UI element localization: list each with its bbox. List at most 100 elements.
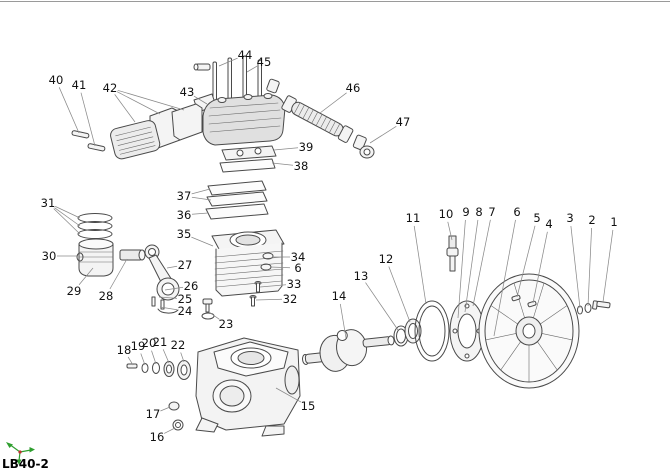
- leader-line: [127, 356, 134, 366]
- callout-46: 46: [319, 81, 360, 114]
- callout-43: 43: [180, 85, 208, 105]
- crankcase-part: [195, 337, 301, 437]
- head-studs-part: [193, 55, 280, 101]
- callout-label: 39: [299, 140, 314, 154]
- callout-label: 30: [42, 249, 57, 263]
- leader-line: [140, 353, 146, 366]
- leader-line: [464, 219, 479, 313]
- callout-16: 16: [150, 427, 176, 444]
- callout-25: 25: [158, 292, 193, 306]
- leader-line: [388, 266, 411, 323]
- cylinder-fasteners-part: [249, 252, 274, 307]
- shaft-bolt-part: [577, 300, 611, 315]
- callout-10: 10: [439, 207, 453, 241]
- piston-part: [78, 238, 114, 277]
- callout-9: 9: [457, 205, 470, 319]
- leader-line: [53, 208, 81, 235]
- leader-line: [472, 219, 491, 307]
- leader-line: [158, 296, 178, 299]
- leader-line: [55, 206, 81, 219]
- leader-line: [273, 147, 299, 151]
- callout-6-left: 6: [269, 261, 302, 275]
- leader-line: [191, 236, 214, 247]
- leader-line: [413, 225, 427, 305]
- callout-label: 18: [117, 343, 132, 357]
- callout-label: 25: [178, 292, 193, 306]
- connecting-rod-part: [144, 244, 180, 314]
- callout-label: 22: [171, 338, 186, 352]
- callout-label: 6: [294, 261, 301, 275]
- air-filter-part: [110, 103, 203, 160]
- gasket-stack-part: [205, 180, 269, 220]
- callout-30: 30: [42, 249, 77, 263]
- callout-label: 13: [354, 269, 369, 283]
- callout-label: 8: [475, 205, 482, 219]
- callout-label: 38: [294, 159, 309, 173]
- callout-31: 31: [41, 196, 81, 235]
- callout-label: 47: [396, 115, 411, 129]
- leader-line: [271, 162, 294, 166]
- callout-41: 41: [72, 78, 96, 147]
- leader-line: [116, 91, 161, 115]
- callout-label: 9: [462, 205, 469, 219]
- callout-label: 41: [72, 78, 87, 92]
- leader-line: [191, 196, 212, 201]
- leader-line: [269, 266, 291, 269]
- callout-label: 15: [301, 399, 316, 413]
- callout-11: 11: [406, 211, 427, 305]
- callout-39: 39: [273, 140, 314, 154]
- callout-label: 21: [153, 335, 168, 349]
- callout-label: 27: [178, 258, 193, 272]
- callout-21: 21: [153, 335, 170, 364]
- callout-label: 14: [332, 289, 347, 303]
- callout-6-right: 6: [493, 205, 521, 337]
- leader-line: [193, 95, 208, 105]
- leader-line: [58, 87, 80, 134]
- callout-5: 5: [516, 211, 541, 298]
- leader-line: [369, 125, 397, 144]
- callout-18: 18: [117, 343, 134, 366]
- leader-line: [246, 65, 258, 73]
- leader-line: [191, 212, 209, 215]
- callout-45: 45: [246, 55, 271, 73]
- callout-1: 1: [602, 215, 618, 303]
- hose-elbow-part: [352, 134, 375, 159]
- leader-line: [218, 57, 238, 67]
- model-label: LB40-2: [2, 457, 49, 471]
- callout-3: 3: [566, 211, 581, 309]
- leader-line: [587, 227, 592, 307]
- crankshaft-part: [302, 329, 395, 372]
- callout-44: 44: [218, 48, 253, 67]
- callout-label: 24: [178, 304, 193, 318]
- callout-27: 27: [166, 258, 193, 272]
- callout-7: 7: [472, 205, 496, 307]
- callout-47: 47: [369, 115, 411, 144]
- callout-22: 22: [171, 338, 186, 363]
- callout-label: 36: [177, 208, 192, 222]
- leader-line: [162, 349, 170, 364]
- callout-2: 2: [587, 213, 596, 307]
- leader-line: [255, 298, 283, 301]
- cylinder-part: [211, 229, 285, 297]
- callout-28: 28: [99, 258, 128, 303]
- callout-label: 5: [533, 211, 540, 225]
- leader-line: [151, 350, 157, 365]
- cylinder-head-part: [193, 93, 286, 146]
- leader-line: [114, 94, 136, 123]
- leader-line: [164, 286, 184, 291]
- callout-label: 16: [150, 430, 165, 444]
- callout-label: 44: [238, 48, 253, 62]
- callout-38: 38: [271, 159, 309, 173]
- callout-label: 33: [287, 277, 302, 291]
- callout-17: 17: [146, 406, 171, 421]
- callout-label: 20: [142, 336, 157, 350]
- callout-29: 29: [67, 267, 94, 298]
- callout-label: 2: [588, 213, 595, 227]
- leader-line: [275, 387, 302, 403]
- callout-label: 29: [67, 284, 82, 298]
- callout-33: 33: [259, 277, 302, 291]
- callout-label: 23: [219, 317, 234, 331]
- oil-plug-part: [168, 401, 184, 431]
